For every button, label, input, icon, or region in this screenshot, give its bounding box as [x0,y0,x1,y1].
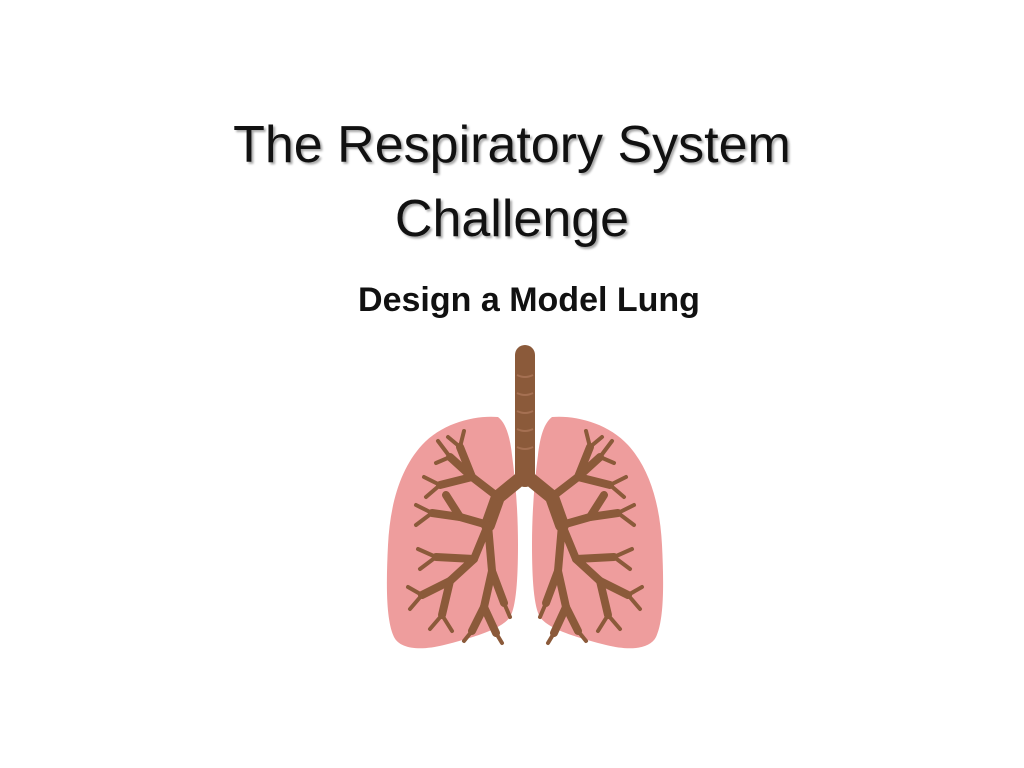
left-lung [386,416,518,649]
slide-title-line-2: Challenge [394,190,630,248]
slide-subtitle: Design a Model Lung [358,281,700,319]
slide-title: The Respiratory System Challenge [0,108,1024,256]
right-bronchial-tree [542,443,632,637]
lungs-icon [386,345,664,649]
slide-title-line-1: The Respiratory System [233,116,791,174]
right-lung [532,416,664,649]
left-bronchial-tree [418,443,508,637]
trachea-rings [516,374,534,450]
